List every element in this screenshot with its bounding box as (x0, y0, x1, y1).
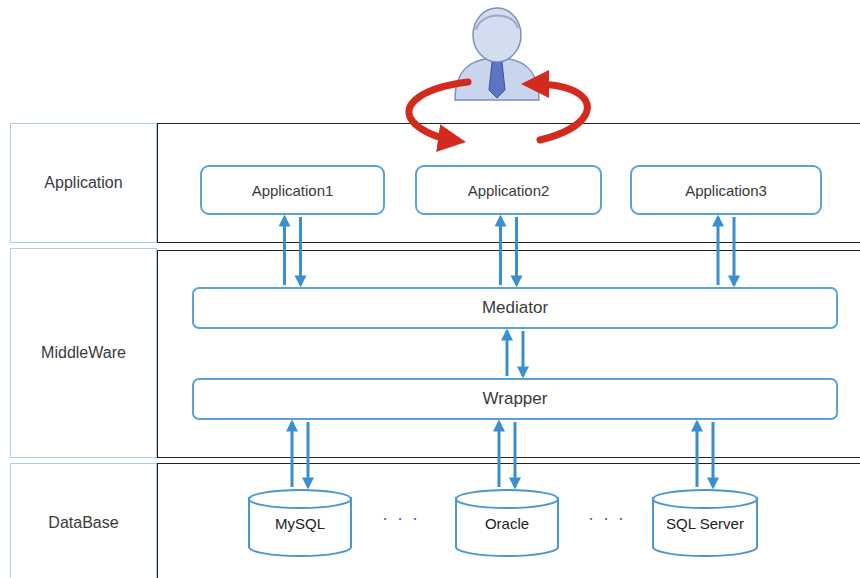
node-text: Oracle (485, 515, 529, 532)
node-text: Wrapper (483, 389, 548, 409)
user-hair (476, 15, 518, 30)
node-text: SQL Server (666, 515, 744, 532)
database-cylinder: MySQL (248, 489, 352, 557)
node-text: MiddleWare (41, 344, 126, 362)
application-box: Application2 (415, 165, 602, 215)
node-text: Mediator (482, 298, 548, 318)
database-cylinder: SQL Server (652, 489, 758, 557)
arrow-line (712, 422, 715, 487)
double-arrow (718, 217, 734, 285)
arrow-line (506, 331, 509, 376)
database-band (158, 464, 860, 578)
mediator-bar: Mediator (192, 287, 838, 329)
double-arrow (499, 422, 515, 487)
layer-label: MiddleWare (10, 248, 157, 458)
cycle-arrow (535, 84, 587, 140)
arrow-line (299, 217, 302, 285)
layer-band (158, 124, 860, 578)
arrow-line (499, 217, 502, 285)
middleware-band (158, 251, 860, 458)
double-arrow (697, 422, 713, 487)
node-text: Application1 (252, 182, 334, 199)
database-cylinder: Oracle (455, 489, 559, 557)
layer-label: Application (10, 123, 157, 243)
double-arrow (285, 217, 301, 285)
arrow-line (498, 422, 501, 487)
arrow-line (515, 217, 518, 285)
ellipsis-label: · · · (588, 508, 626, 529)
cylinder-top (456, 490, 558, 508)
cylinder-top (653, 490, 757, 508)
application-box: Application3 (630, 165, 822, 215)
user-tie (489, 62, 505, 98)
application-box: Application1 (200, 165, 385, 215)
node-text: MySQL (275, 515, 325, 532)
user-icon (455, 8, 539, 100)
node-text: DataBase (48, 514, 118, 532)
arrow-line (522, 331, 525, 376)
node-text: Application3 (685, 182, 767, 199)
ellipsis-label: · · · (382, 508, 420, 529)
double-arrow (507, 331, 523, 376)
wrapper-bar: Wrapper (192, 378, 838, 420)
double-arrow (292, 422, 308, 487)
arrow-line (283, 217, 286, 285)
arrow-line (291, 422, 294, 487)
application-band (158, 124, 860, 243)
arrow-line (307, 422, 310, 487)
node-text: Application2 (468, 182, 550, 199)
cycle-arrows (409, 82, 588, 140)
node-text: Application (44, 174, 122, 192)
layer-label: DataBase (10, 463, 157, 578)
arrow-line (696, 422, 699, 487)
user-head (473, 8, 521, 62)
cylinder-top (249, 490, 351, 508)
double-arrow (501, 217, 517, 285)
arrow-line (717, 217, 720, 285)
arrow-line (733, 217, 736, 285)
cycle-arrow (409, 82, 468, 140)
arrow-line (514, 422, 517, 487)
